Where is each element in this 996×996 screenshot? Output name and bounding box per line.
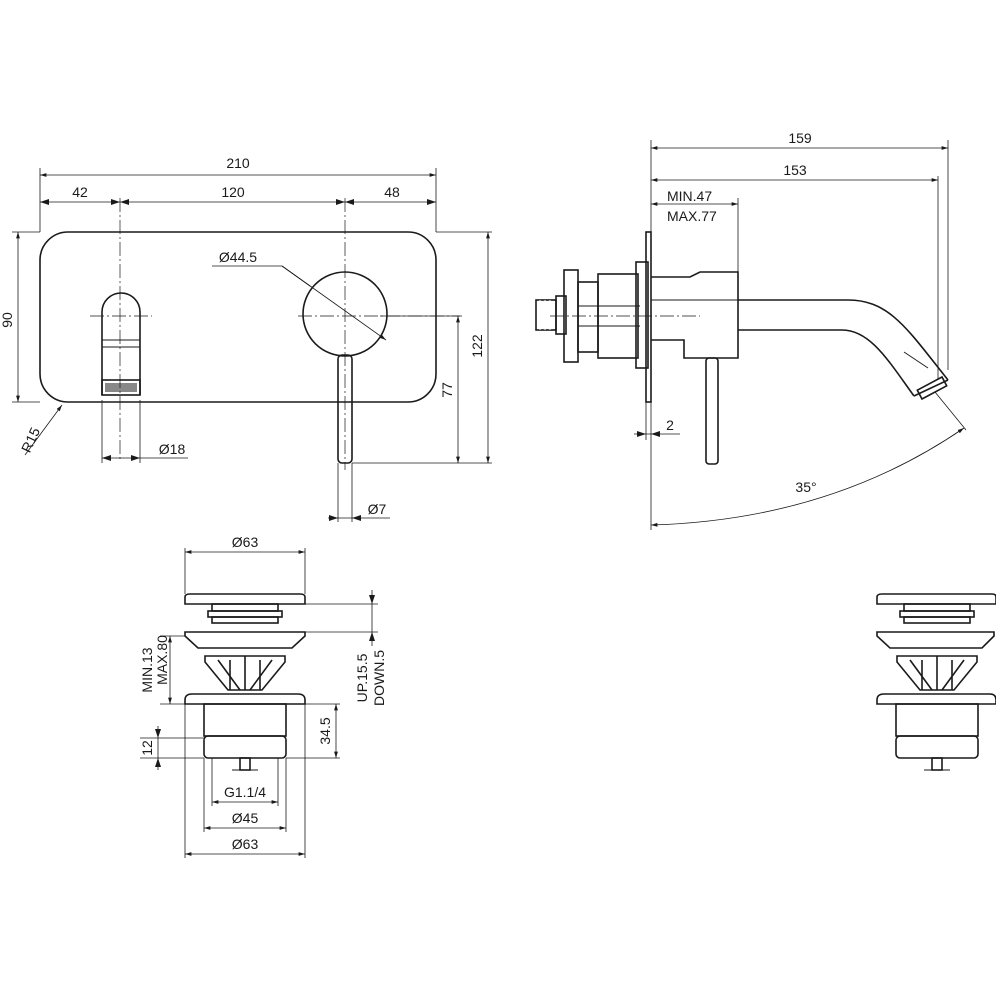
dim-total-height: 122 xyxy=(469,334,485,358)
waste-view-alternate xyxy=(876,593,996,771)
dim-height-max: MAX.80 xyxy=(154,635,170,685)
dim-wall-min: MIN.47 xyxy=(667,188,712,204)
dim-height: 90 xyxy=(0,312,15,328)
wall-plate-side xyxy=(645,231,652,403)
spout-side xyxy=(651,271,949,401)
inlet-thread xyxy=(535,295,567,335)
dim-plate-thickness: 2 xyxy=(666,417,674,433)
dim-angle: 35° xyxy=(795,479,816,495)
waste-view-dimensioned: Ø63 MIN.13 MAX.80 UP.15.5 DOWN.5 34.5 12… xyxy=(139,534,387,858)
dim-body-diameter: Ø45 xyxy=(232,810,259,826)
dim-center-distance: 120 xyxy=(221,184,245,200)
dim-thread-height: 12 xyxy=(139,740,155,756)
dim-stroke-up: UP.15.5 xyxy=(354,653,370,702)
front-view: 210 42 120 48 90 122 77 R15 Ø44.5 xyxy=(0,155,492,522)
lever-side xyxy=(705,357,719,465)
dim-corner-radius: R15 xyxy=(18,425,43,455)
dim-lever-height: 77 xyxy=(439,382,455,398)
dim-stroke-down: DOWN.5 xyxy=(371,650,387,706)
spider-mechanism xyxy=(204,655,286,691)
dim-height-min: MIN.13 xyxy=(139,647,155,692)
side-view: 159 153 MIN.47 MAX.77 2 35° xyxy=(535,130,967,530)
mixer-body xyxy=(563,261,649,369)
dim-thread-size: G1.1/4 xyxy=(224,784,266,800)
dim-total-projection: 159 xyxy=(788,130,812,146)
waste-cap xyxy=(184,593,306,605)
dim-left-offset: 42 xyxy=(72,184,88,200)
dim-body-height: 34.5 xyxy=(317,717,333,744)
dim-spout-projection: 153 xyxy=(783,162,807,178)
dim-base-diameter: Ø63 xyxy=(232,836,259,852)
spout-outlet xyxy=(101,292,141,396)
waste-body xyxy=(203,703,287,737)
dim-spout-diameter: Ø18 xyxy=(159,441,186,457)
dim-lever-diameter: Ø7 xyxy=(368,501,387,517)
dim-right-offset: 48 xyxy=(384,184,400,200)
dim-wall-max: MAX.77 xyxy=(667,208,717,224)
dim-overall-width: 210 xyxy=(226,155,250,171)
dim-handle-diameter: Ø44.5 xyxy=(219,249,257,265)
dim-cap-diameter: Ø63 xyxy=(232,534,259,550)
wall-plate-outline xyxy=(39,231,437,403)
